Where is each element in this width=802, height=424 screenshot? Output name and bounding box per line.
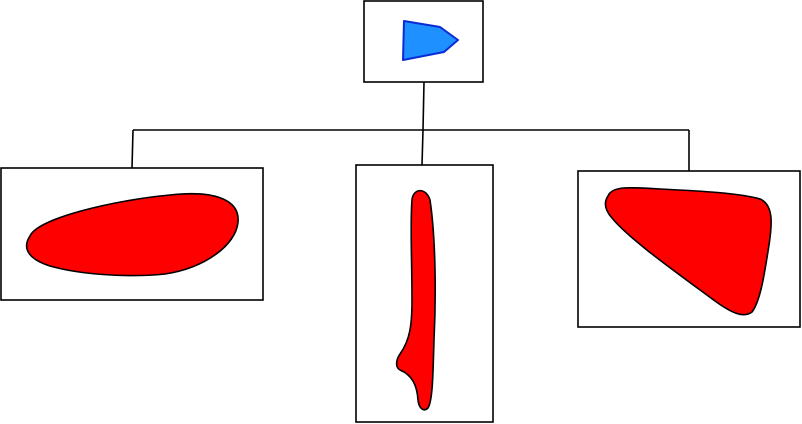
rounded-triangle-shape [604,186,772,316]
root-node [363,0,484,83]
pentagon-shape [402,20,459,61]
elongated-blob-shape [25,192,239,277]
connectors [131,81,690,171]
child-node-right [577,170,801,328]
branch-middle-drop [421,129,424,166]
vertical-spike-shape [395,189,436,411]
branch-left-drop [131,129,134,169]
child-node-left [0,167,264,301]
child-node-middle [355,164,494,423]
root-stem [422,81,425,131]
